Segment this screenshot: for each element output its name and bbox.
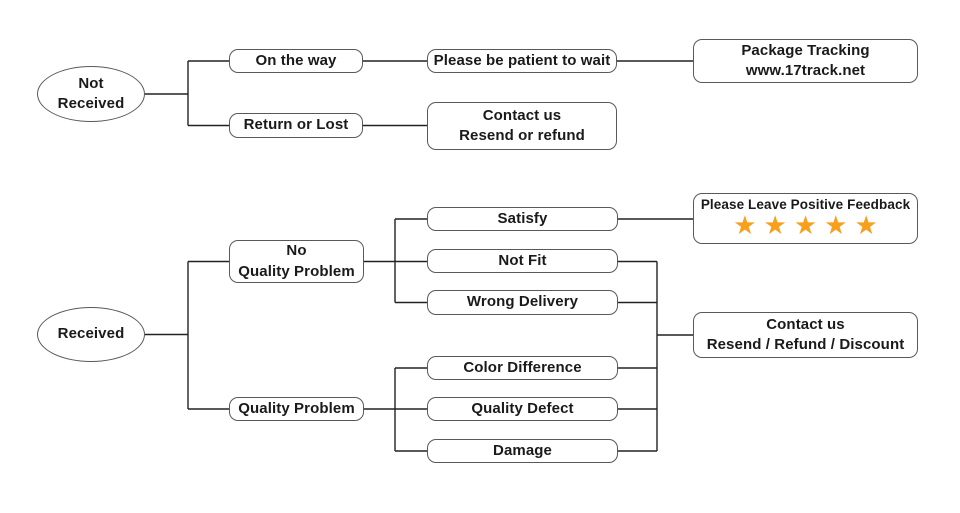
node-label: Please Leave Positive Feedback [700,196,911,212]
node-on-the-way: On the way [229,49,363,73]
node-label: Package Tracking [741,41,870,59]
node-label: On the way [255,51,337,69]
node-label: Received [57,325,125,343]
node-label: Quality Defect [471,399,574,417]
node-label: Color Difference [463,358,582,376]
node-label: Not Fit [498,251,547,269]
node-label: Satisfy [497,209,548,227]
node-label: Received [57,95,125,112]
node-package-tracking: Package Tracking www.17track.net [693,39,918,83]
node-label: Contact us [482,106,562,124]
node-label: Damage [493,441,552,459]
node-positive-feedback: Please Leave Positive Feedback ★★★★★ [693,193,918,244]
node-satisfy: Satisfy [427,207,618,231]
node-please-be-patient: Please be patient to wait [427,49,617,73]
node-label: Wrong Delivery [466,293,579,311]
node-label: No [286,242,307,260]
node-label: Return or Lost [243,116,349,134]
node-no-quality-problem: No Quality Problem [229,240,364,283]
node-quality-problem: Quality Problem [229,397,364,421]
five-star-rating-icon: ★★★★★ [733,211,885,242]
node-label: Quality Problem [238,262,355,280]
tracking-url: www.17track.net [745,62,866,79]
node-return-or-lost: Return or Lost [229,113,363,138]
node-label: Resend / Refund / Discount [706,336,905,353]
node-damage: Damage [427,439,618,463]
node-label: Resend or refund [459,127,585,144]
node-label: Not [78,74,104,92]
node-received: Received [37,307,145,362]
node-label: Quality Problem [238,399,355,417]
node-contact-resend-refund: Contact us Resend or refund [427,102,617,150]
node-not-received: Not Received [37,66,145,122]
node-contact-resend-refund-discount: Contact us Resend / Refund / Discount [693,312,918,358]
node-wrong-delivery: Wrong Delivery [427,290,618,315]
node-label: Please be patient to wait [433,51,611,69]
node-quality-defect: Quality Defect [427,397,618,421]
node-color-difference: Color Difference [427,356,618,380]
node-label: Contact us [766,315,845,333]
node-not-fit: Not Fit [427,249,618,273]
